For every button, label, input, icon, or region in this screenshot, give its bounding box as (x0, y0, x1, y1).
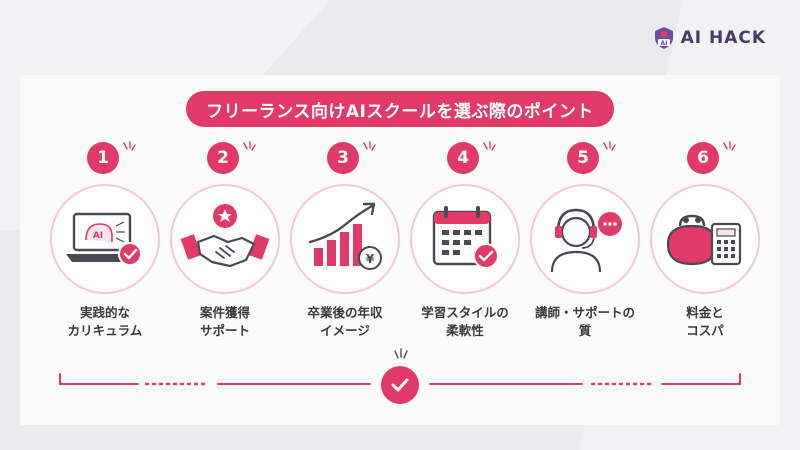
point-3: 3 ¥ 卒業後の年収 イメージ (288, 141, 408, 352)
handshake-star-icon (180, 204, 270, 268)
brand-logo: AI AI HACK (653, 26, 766, 50)
point-icon-circle: AI (50, 184, 160, 294)
point-number: 4 (447, 142, 479, 174)
point-5: 5 講師・サポートの 質 (528, 141, 648, 352)
svg-text:AI: AI (93, 231, 103, 241)
sparkle-icon (723, 141, 736, 151)
point-label: 卒業後の年収 イメージ (307, 305, 383, 338)
checkmark-icon (391, 378, 409, 392)
point-number: 1 (87, 142, 119, 174)
calendar-check-icon (432, 206, 499, 269)
point-number: 2 (207, 142, 239, 174)
point-icon-circle: ¥ (290, 184, 400, 294)
point-label: 講師・サポートの 質 (534, 305, 635, 338)
point-icon-circle (530, 184, 640, 294)
point-label: 学習スタイルの 柔軟性 (421, 305, 509, 338)
point-2: 2 案件獲得 サポート (168, 141, 288, 352)
point-number: 5 (567, 142, 599, 174)
point-number: 6 (687, 142, 719, 174)
point-label: 実践的な カリキュラム (67, 305, 143, 338)
headset-person-icon (550, 208, 622, 273)
point-4: 4 学習スタイルの 柔軟性 (408, 141, 528, 352)
point-label: 料金と コスパ (686, 305, 724, 338)
point-icon-circle (170, 184, 280, 294)
point-icon-circle (650, 184, 760, 294)
check-badge (381, 366, 419, 404)
sparkle-icon (483, 141, 496, 151)
svg-text:¥: ¥ (366, 252, 375, 266)
growth-chart-yen-icon: ¥ (308, 202, 382, 270)
purse-calculator-icon (666, 214, 742, 266)
brand-name: AI HACK (680, 28, 766, 48)
ai-hack-logo-icon: AI (654, 27, 673, 49)
svg-text:AI: AI (660, 40, 667, 47)
page-title: フリーランス向けAIスクールを選ぶ際のポイント (186, 91, 614, 127)
timeline-line (59, 373, 741, 386)
sparkle-icon (394, 348, 408, 359)
point-label: 案件獲得 サポート (199, 305, 250, 338)
point-icon-circle (410, 184, 520, 294)
sparkle-icon (243, 141, 256, 151)
sparkle-icon (363, 141, 376, 151)
point-6: 6 料金と コスパ (648, 141, 768, 352)
sparkle-icon (603, 141, 616, 151)
laptop-ai-icon: AI (66, 212, 142, 266)
point-1: 1 AI 実践的な カリキュラム (48, 141, 168, 352)
point-number: 3 (327, 142, 359, 174)
sparkle-icon (123, 141, 136, 151)
